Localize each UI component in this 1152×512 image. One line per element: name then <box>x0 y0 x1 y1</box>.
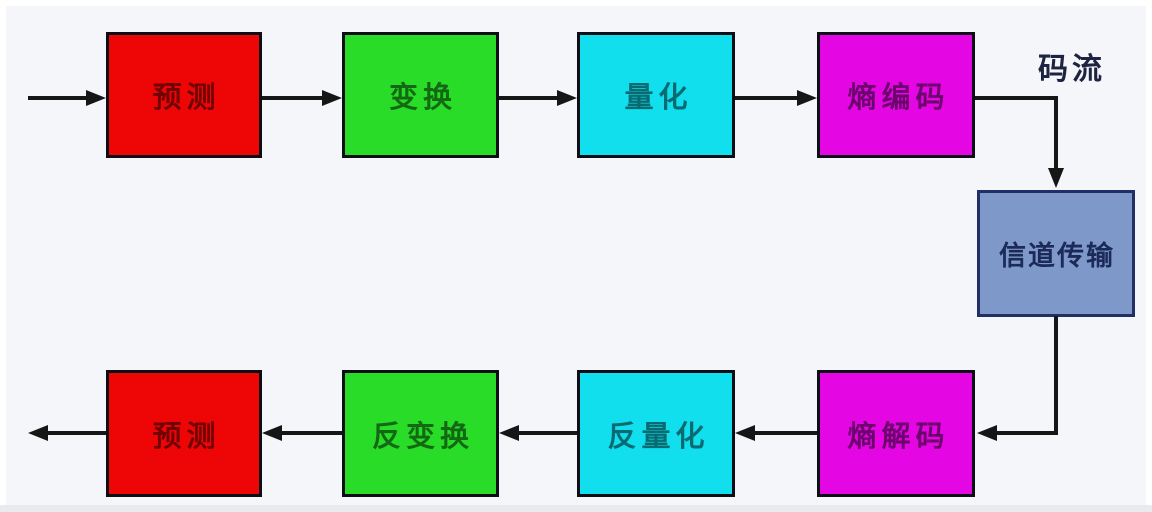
node-prediction-encoder-label: 预测 <box>152 80 221 114</box>
arrow-entropy-to-channel-vline <box>1054 96 1058 170</box>
node-prediction-encoder: 预测 <box>106 32 262 158</box>
arrow-output-head-icon <box>28 425 48 441</box>
arrow-output-line <box>46 431 106 435</box>
node-quantization-label: 量化 <box>624 80 693 114</box>
arrow-invtransform-to-prediction-line <box>280 431 342 435</box>
arrow-input-head-icon <box>86 90 106 106</box>
arrow-quantization-to-entropy-head-icon <box>797 90 817 106</box>
arrow-transform-to-quantization-line <box>499 96 559 100</box>
node-inverse-quantization: 反量化 <box>577 370 735 497</box>
arrow-entropy-to-channel-hline <box>975 96 1058 100</box>
node-inverse-transform-label: 反变换 <box>371 418 474 453</box>
node-channel-transmission-label: 信道传输 <box>999 241 1115 272</box>
node-entropy-decoding-label: 熵解码 <box>847 418 950 453</box>
node-inverse-quantization-label: 反量化 <box>607 418 710 453</box>
node-transform-label: 变换 <box>388 80 457 114</box>
node-channel-transmission: 信道传输 <box>977 190 1135 317</box>
node-entropy-decoding: 熵解码 <box>817 370 975 497</box>
arrow-prediction-to-transform-line <box>262 96 324 100</box>
node-entropy-encoding: 熵编码 <box>817 32 975 158</box>
arrow-entropy-to-channel-head-icon <box>1048 168 1064 188</box>
arrow-decode-to-invquant-line <box>753 431 817 435</box>
arrow-prediction-to-transform-head-icon <box>322 90 342 106</box>
stream-label: 码流 <box>1038 52 1106 87</box>
node-transform: 变换 <box>342 32 499 158</box>
bottom-band <box>0 505 1152 512</box>
arrow-quantization-to-entropy-line <box>735 96 799 100</box>
arrow-invtransform-to-prediction-head-icon <box>262 425 282 441</box>
node-entropy-encoding-label: 熵编码 <box>847 80 950 114</box>
arrow-transform-to-quantization-head-icon <box>557 90 577 106</box>
node-quantization: 量化 <box>577 32 735 158</box>
arrow-input-line <box>28 96 88 100</box>
node-prediction-decoder: 预测 <box>106 370 262 497</box>
arrow-invquant-to-invtransform-line <box>517 431 577 435</box>
arrow-decode-to-invquant-head-icon <box>735 425 755 441</box>
arrow-invquant-to-invtransform-head-icon <box>499 425 519 441</box>
arrow-channel-to-decode-head-icon <box>977 425 997 441</box>
node-prediction-decoder-label: 预测 <box>152 418 221 453</box>
arrow-channel-to-decode-vline <box>1054 316 1058 435</box>
arrow-channel-to-decode-hline <box>995 431 1058 435</box>
node-inverse-transform: 反变换 <box>342 370 499 497</box>
